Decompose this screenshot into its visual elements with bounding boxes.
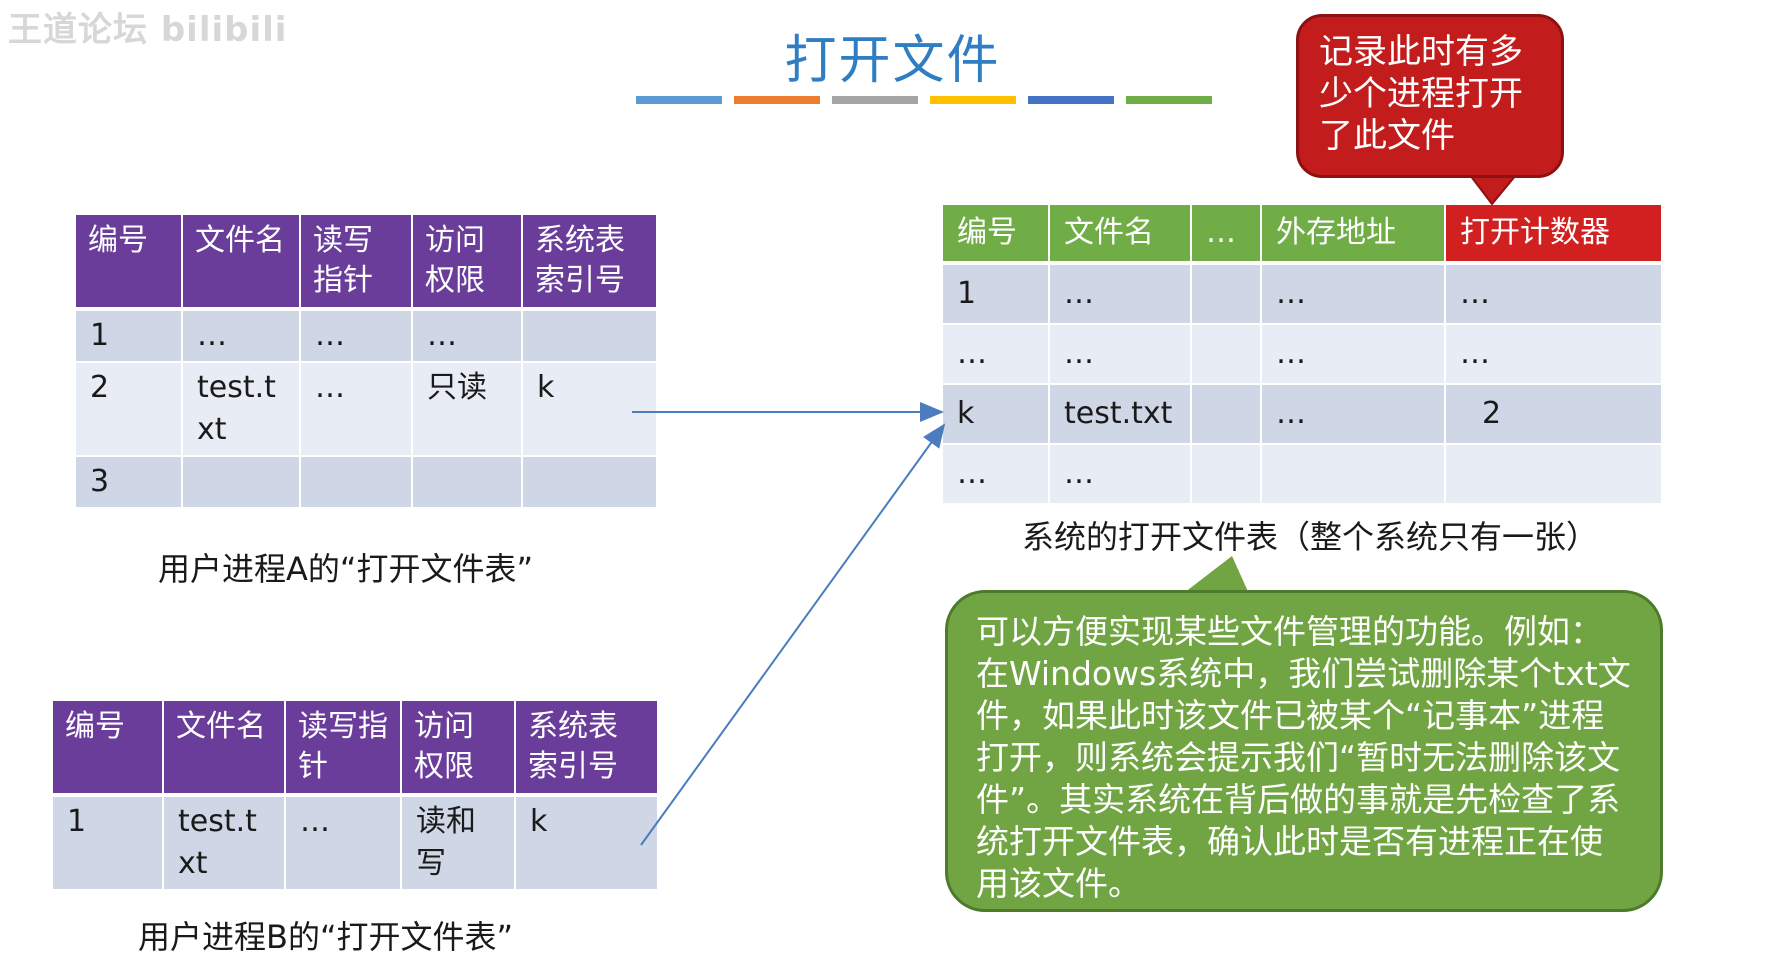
table-cell: 1 — [943, 263, 1050, 325]
table-row: 3 — [76, 456, 656, 509]
table-cell: test.txt — [1049, 384, 1192, 445]
title-bar-segment — [1028, 96, 1114, 104]
table-row: 2 test.txt … 只读 k — [76, 362, 656, 457]
header-cell: 读写指针 — [285, 701, 402, 797]
table-cell — [182, 456, 301, 509]
table-row: k test.txt … 2 — [943, 384, 1661, 445]
header-cell: 编号 — [943, 205, 1050, 265]
header-cell: 读写指针 — [300, 215, 413, 311]
table-cell: 2 — [76, 362, 183, 457]
table-cell: 只读 — [412, 362, 523, 457]
header-cell: 文件名 — [163, 701, 286, 797]
watermark: 王道论坛 bilibili — [8, 10, 288, 50]
table-cell — [300, 456, 413, 509]
process-b-table-caption: 用户进程B的“打开文件表” — [138, 918, 514, 956]
header-cell: … — [1191, 205, 1262, 265]
title-bar-segment — [832, 96, 918, 104]
table-row: … … — [943, 444, 1661, 505]
note-callout-tail — [1180, 556, 1250, 596]
table-header-row: 编号 文件名 读写指针 访问权限 系统表索引号 — [53, 701, 657, 797]
table-cell: … — [1445, 324, 1661, 385]
table-row: … … … … — [943, 324, 1661, 385]
header-cell: 文件名 — [182, 215, 301, 311]
table-cell: … — [1049, 263, 1192, 325]
table-cell — [412, 456, 523, 509]
table-cell: 2 — [1445, 384, 1661, 445]
table-cell: … — [300, 362, 413, 457]
table-cell: 读和写 — [401, 795, 516, 891]
table-cell: … — [1049, 444, 1192, 505]
header-cell: 访问权限 — [401, 701, 516, 797]
table-cell: k — [515, 795, 657, 891]
title-bar-segment — [636, 96, 722, 104]
table-cell — [1191, 384, 1262, 445]
table-cell: … — [1261, 324, 1446, 385]
page-title: 打开文件 — [784, 31, 1001, 91]
table-cell — [1445, 444, 1661, 505]
table-cell — [1191, 263, 1262, 325]
note-callout: 可以方便实现某些文件管理的功能。例如：在Windows系统中，我们尝试删除某个t… — [945, 590, 1663, 912]
header-cell: 编号 — [53, 701, 164, 797]
process-a-table-caption: 用户进程A的“打开文件表” — [158, 550, 534, 588]
table-cell — [1261, 444, 1446, 505]
table-cell: 1 — [76, 309, 183, 363]
table-row: 1 test.txt … 读和写 k — [53, 795, 657, 891]
table-cell: … — [182, 309, 301, 363]
counter-callout: 记录此时有多少个进程打开了此文件 — [1296, 14, 1564, 178]
table-cell: 3 — [76, 456, 183, 509]
header-cell: 文件名 — [1049, 205, 1192, 265]
system-open-file-table: 编号 文件名 … 外存地址 打开计数器 1 … … … … … … … k te… — [943, 205, 1661, 505]
header-cell: 编号 — [76, 215, 183, 311]
table-row: 1 … … … — [943, 263, 1661, 325]
table-cell — [1191, 324, 1262, 385]
table-cell: … — [1445, 263, 1661, 325]
table-cell: … — [1261, 263, 1446, 325]
header-cell: 系统表索引号 — [515, 701, 657, 797]
process-a-open-file-table: 编号 文件名 读写指针 访问权限 系统表索引号 1 … … … 2 test.t… — [76, 215, 656, 509]
table-header-row: 编号 文件名 读写指针 访问权限 系统表索引号 — [76, 215, 656, 311]
process-b-open-file-table: 编号 文件名 读写指针 访问权限 系统表索引号 1 test.txt … 读和写… — [53, 701, 657, 891]
table-row: 1 … … … — [76, 309, 656, 363]
table-cell: … — [285, 795, 402, 891]
title-bar-segment — [1126, 96, 1212, 104]
header-cell: 外存地址 — [1261, 205, 1446, 265]
table-cell: … — [943, 324, 1050, 385]
table-cell — [522, 456, 656, 509]
table-cell: test.txt — [182, 362, 301, 457]
title-bar-segment — [734, 96, 820, 104]
table-cell: … — [412, 309, 523, 363]
table-cell: k — [943, 384, 1050, 445]
table-cell — [522, 309, 656, 363]
system-table-caption: 系统的打开文件表（整个系统只有一张） — [1022, 518, 1599, 556]
title-bar-segment — [930, 96, 1016, 104]
table-cell: … — [1261, 384, 1446, 445]
header-cell: 访问权限 — [412, 215, 523, 311]
table-header-row: 编号 文件名 … 外存地址 打开计数器 — [943, 205, 1661, 265]
table-cell — [1191, 444, 1262, 505]
table-cell: … — [943, 444, 1050, 505]
table-cell: 1 — [53, 795, 164, 891]
header-cell: 系统表索引号 — [522, 215, 656, 311]
table-cell: … — [1049, 324, 1192, 385]
counter-callout-tail — [1467, 174, 1519, 206]
table-cell: … — [300, 309, 413, 363]
arrow-b-to-system — [640, 423, 946, 846]
table-cell: k — [522, 362, 656, 457]
table-cell: test.txt — [163, 795, 286, 891]
open-counter-header: 打开计数器 — [1445, 205, 1661, 265]
